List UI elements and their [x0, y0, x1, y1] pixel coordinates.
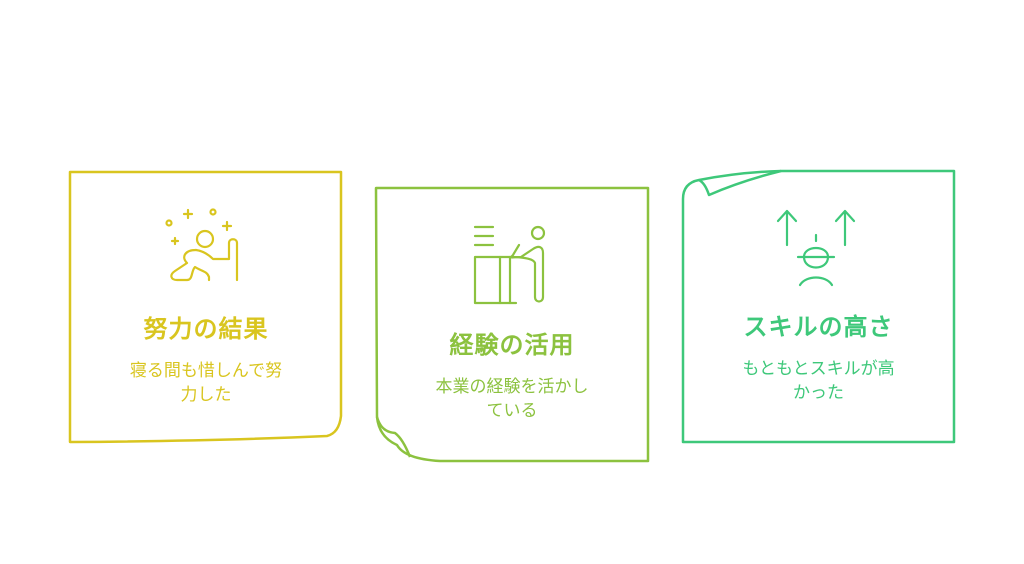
worker-arrows-up-icon — [776, 209, 856, 287]
card-title: 経験の活用 — [449, 331, 575, 359]
description-line: 力した — [180, 385, 232, 405]
card-description: 寝る間も惜しんで努 力した — [79, 359, 333, 407]
card-title: 努力の結果 — [143, 315, 269, 343]
description-line: 寝る間も惜しんで努 — [129, 361, 283, 381]
card-description: 本業の経験を活かし ている — [385, 375, 639, 423]
card-effort-result: 努力の結果 寝る間も惜しんで努 力した — [68, 170, 343, 444]
description-line: もともとスキルが高 — [742, 359, 895, 379]
card-description: もともとスキルが高 かった — [691, 357, 946, 405]
card-title: スキルの高さ — [743, 313, 894, 341]
person-effort-icon — [165, 208, 239, 282]
description-line: 本業の経験を活かし — [435, 377, 589, 397]
card-experience-use: 経験の活用 本業の経験を活かし ている — [374, 186, 650, 463]
person-at-desk-icon — [473, 225, 546, 305]
description-line: かった — [793, 383, 844, 403]
card-skill-level: スキルの高さ もともとスキルが高 かった — [681, 169, 956, 444]
card-frame — [681, 169, 956, 444]
description-line: ている — [486, 401, 538, 421]
card-frame — [374, 186, 650, 463]
card-frame — [68, 170, 343, 444]
